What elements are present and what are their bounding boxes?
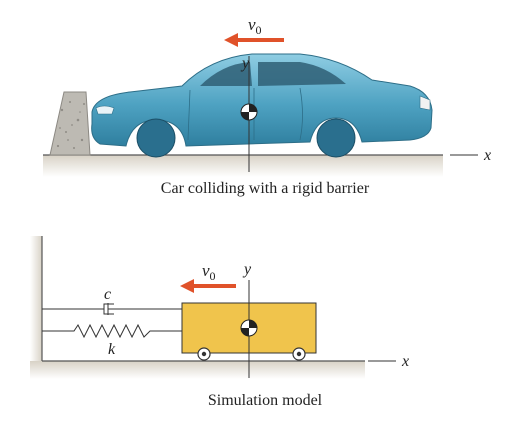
damper-icon [42,303,182,315]
velocity-label-top: v0 [248,15,262,37]
damper-label: c [104,286,111,303]
top-scene: v0 y x [43,15,491,177]
top-ground-shade [43,155,443,177]
velocity-arrow-top [224,33,284,47]
spring-label: k [108,341,116,358]
x-label-bottom: x [401,353,409,370]
bottom-scene: c k v0 y x [30,236,409,379]
spring-icon [42,323,182,339]
velocity-arrow-bottom [180,279,236,293]
wall-shade [30,236,42,379]
car-icon [91,53,433,158]
floor-shade [30,361,365,379]
barrier-icon [49,91,91,156]
wheels-icon [197,347,306,361]
center-of-mass-icon-bottom [240,319,258,337]
bottom-caption: Simulation model [207,392,323,409]
top-caption: Car colliding with a rigid barrier [160,180,370,197]
center-of-mass-icon-top [240,103,258,121]
y-label-bottom: y [242,261,252,278]
velocity-label-bottom: v0 [202,261,216,283]
x-label-top: x [483,147,491,164]
y-label-top: y [240,55,250,72]
